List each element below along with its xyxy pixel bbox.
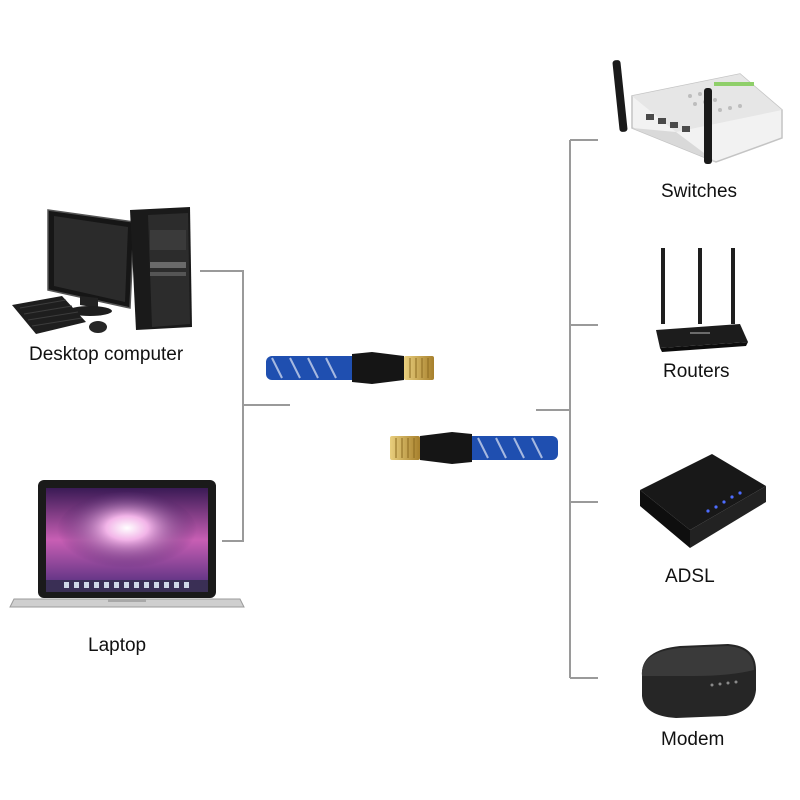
right-connector-lines bbox=[536, 139, 598, 679]
modem-label: Modem bbox=[661, 729, 725, 750]
switches-label: Switches bbox=[661, 181, 738, 202]
routers-label: Routers bbox=[663, 361, 730, 382]
left-connector-lines bbox=[200, 270, 290, 542]
desktop-computer-label: Desktop computer bbox=[29, 344, 184, 365]
switch-icon bbox=[612, 60, 783, 164]
router-icon bbox=[656, 248, 748, 352]
laptop-label: Laptop bbox=[88, 635, 147, 656]
adsl-label: ADSL bbox=[665, 566, 715, 587]
desktop-computer-icon bbox=[12, 207, 192, 334]
modem-icon bbox=[641, 644, 756, 718]
ethernet-cable-bottom-icon bbox=[390, 432, 558, 464]
adsl-icon bbox=[640, 454, 766, 548]
ethernet-cable-top-icon bbox=[266, 352, 434, 384]
laptop-icon bbox=[9, 480, 245, 608]
